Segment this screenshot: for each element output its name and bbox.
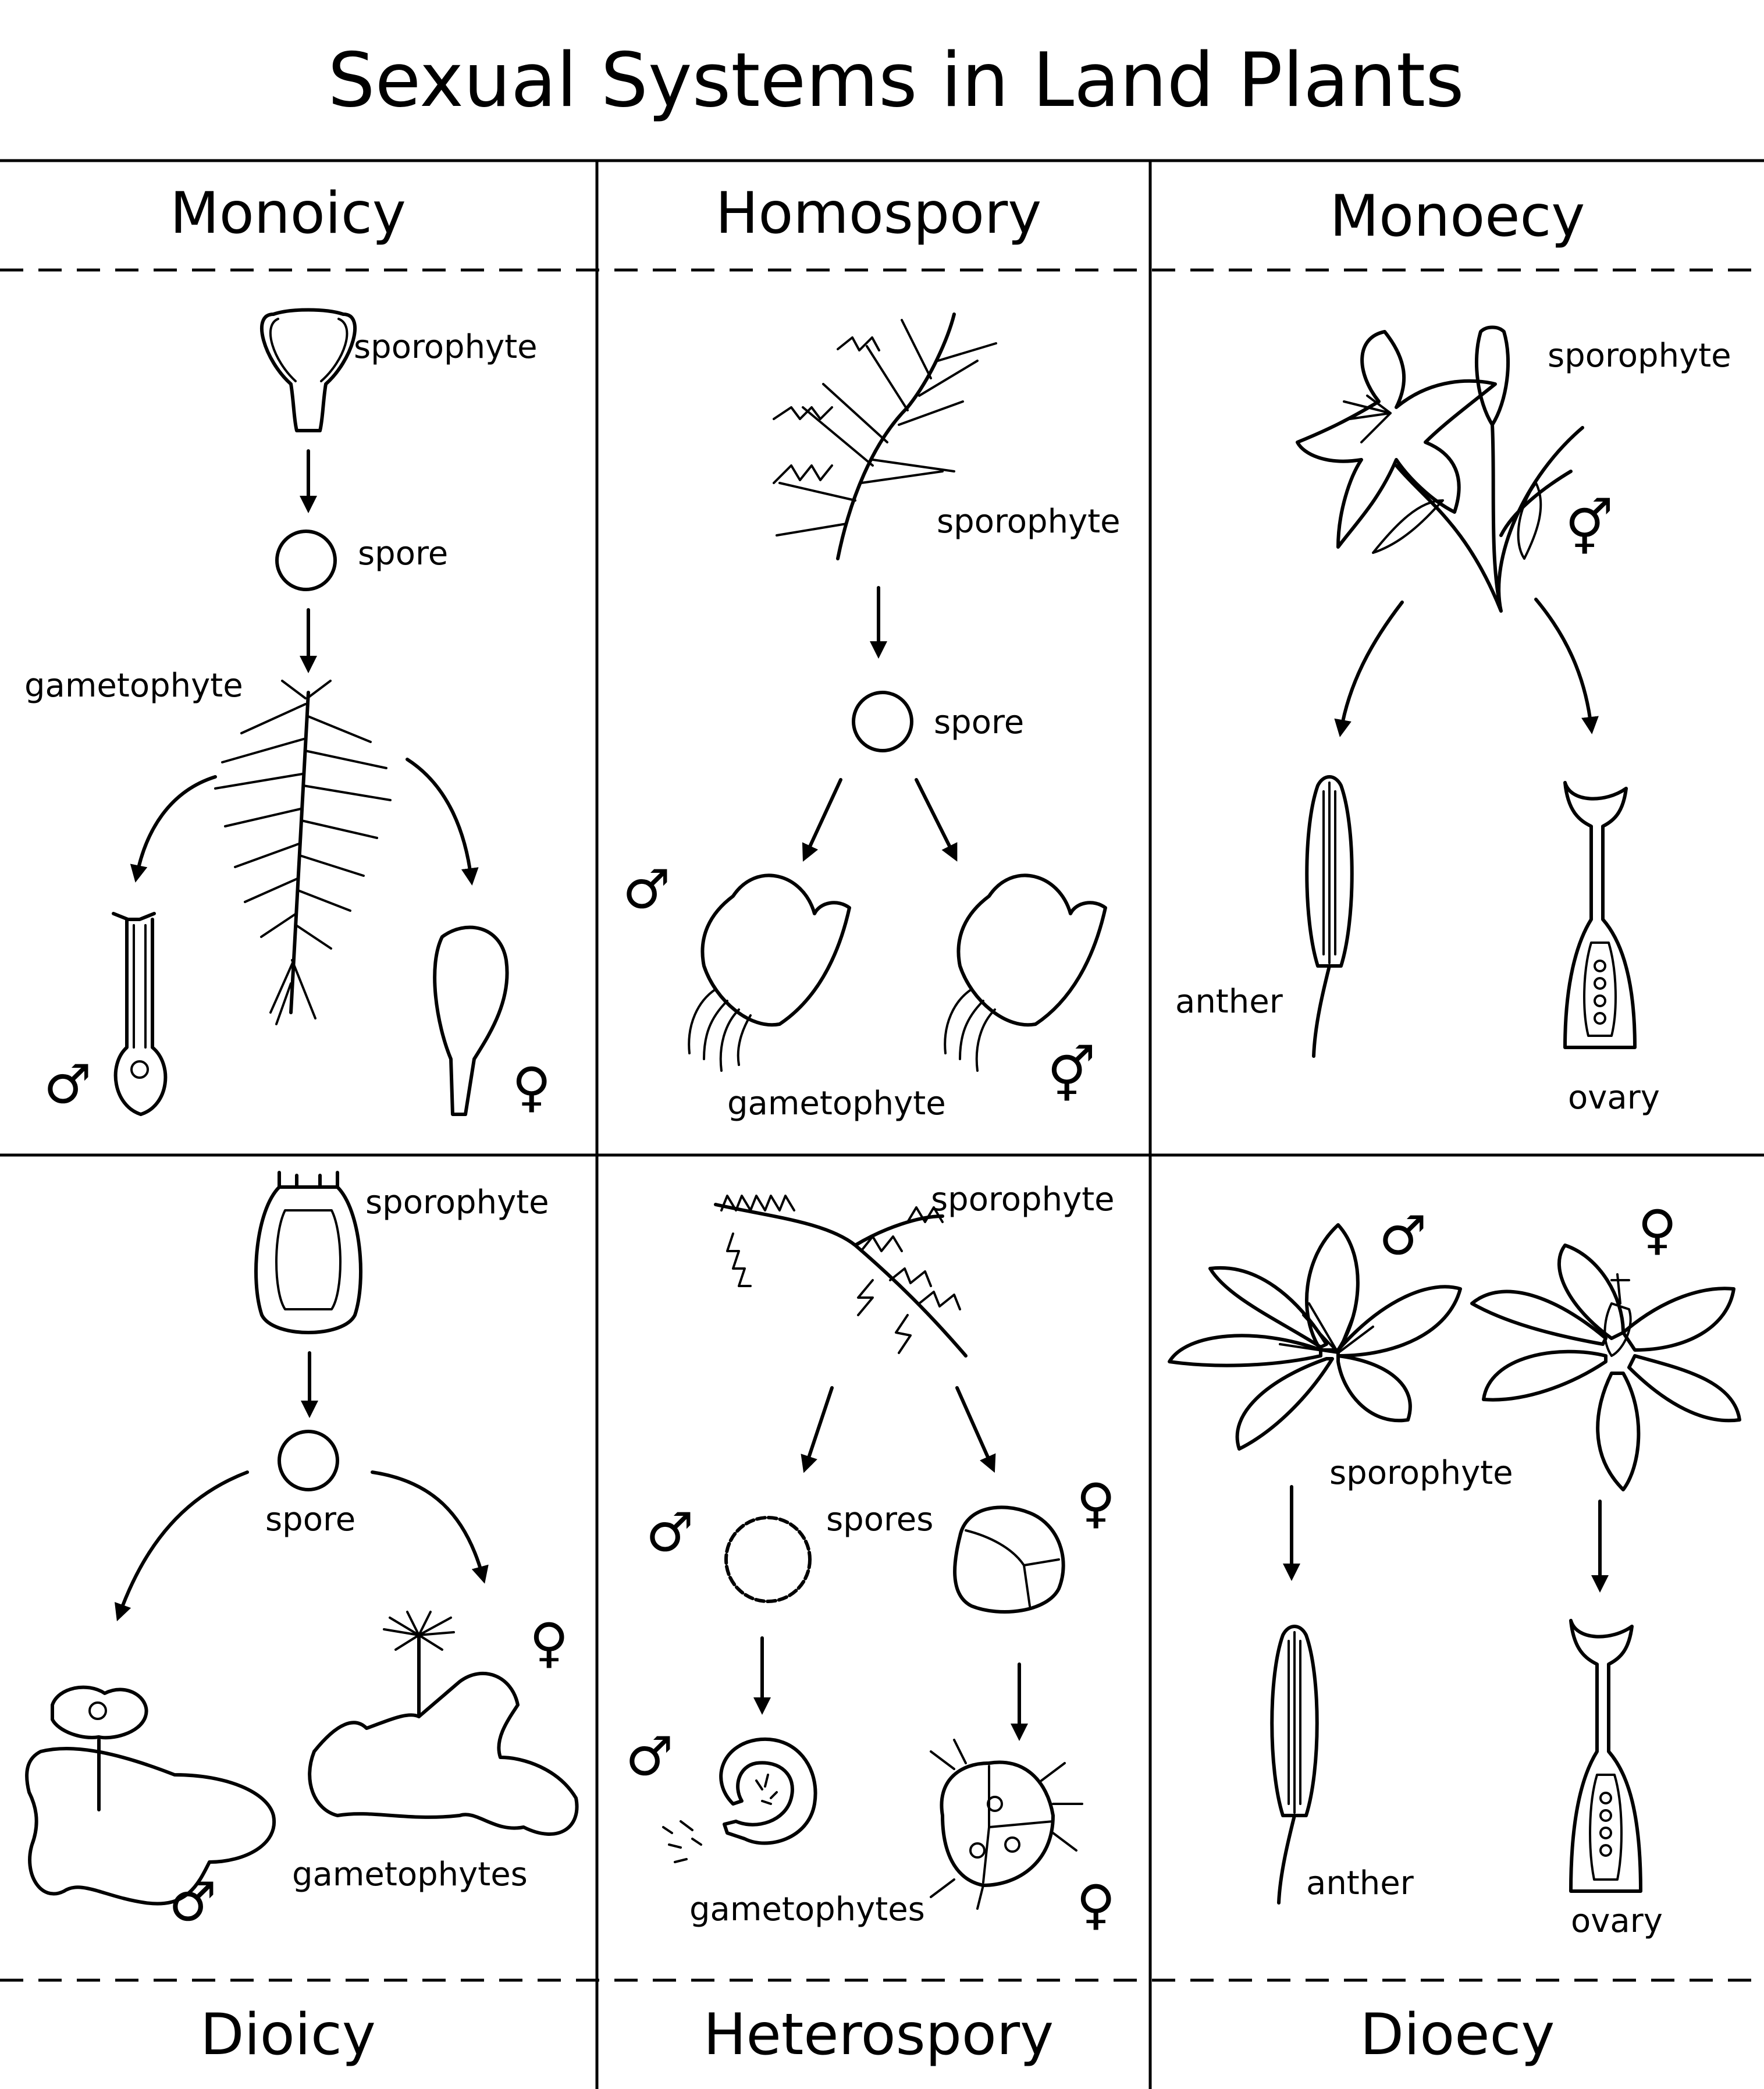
spore-circle xyxy=(275,530,337,591)
arrow-to-female xyxy=(406,758,479,886)
label-gametophyte: gametophyte xyxy=(24,667,243,705)
archegonium xyxy=(433,925,509,1116)
symbol-female-spore: ♀ xyxy=(1076,1472,1115,1534)
label-spores: spores xyxy=(826,1501,933,1539)
label-sporophyte: sporophyte xyxy=(937,503,1121,541)
panel-monoecy: sporophyte ⚥ anther ovary xyxy=(1175,325,1731,1117)
arrow-to-male-gametophyte xyxy=(114,1470,249,1622)
label-gametophytes: gametophytes xyxy=(292,1856,528,1893)
selaginella-sporophyte xyxy=(714,1195,968,1358)
panel-dioicy: sporophyte spore ♂ ♀ gametophytes xyxy=(25,1171,579,1933)
label-gametophyte: gametophyte xyxy=(727,1085,946,1122)
symbol-male-gametophyte: ♂ xyxy=(625,1725,673,1788)
page-title: Sexual Systems in Land Plants xyxy=(328,37,1464,124)
anther xyxy=(1305,775,1354,1058)
symbol-bisexual: ⚥ xyxy=(1565,498,1613,560)
header-dioecy: Dioecy xyxy=(1360,2002,1555,2068)
label-sporophyte: sporophyte xyxy=(1548,337,1731,375)
moss-sporophyte-capsule xyxy=(259,308,357,432)
fern-frond-sporophyte xyxy=(773,312,997,560)
label-anther: anther xyxy=(1306,1864,1414,1902)
female-gametophyte xyxy=(930,1739,1083,1910)
symbol-female: ♀ xyxy=(512,1056,551,1118)
symbol-female: ♀ xyxy=(529,1612,568,1674)
anther xyxy=(1270,1625,1319,1905)
header-dioicy: Dioicy xyxy=(200,2002,376,2068)
panel-monoicy: sporophyte spore gametophyte ♂ ♀ xyxy=(24,308,551,1118)
liverwort-male-gametophyte xyxy=(25,1685,276,1906)
label-spore: spore xyxy=(358,535,448,573)
arrow-to-ovary xyxy=(1534,598,1599,734)
male-flower xyxy=(1168,1223,1462,1451)
label-ovary: ovary xyxy=(1568,1079,1660,1117)
microspore xyxy=(724,1516,812,1603)
symbol-male: ♂ xyxy=(623,858,670,921)
ovary xyxy=(1569,1619,1642,1893)
antheridium xyxy=(112,912,168,1116)
fern-gametophyte-right xyxy=(944,873,1107,1072)
arrow-spore-to-left xyxy=(802,778,842,862)
spore-circle xyxy=(852,691,913,752)
symbol-male: ♂ xyxy=(1379,1205,1427,1267)
arrow-to-megaspore xyxy=(955,1386,996,1473)
label-spore: spore xyxy=(265,1501,355,1539)
spore-circle xyxy=(278,1430,339,1491)
header-heterospory: Heterospory xyxy=(703,2002,1054,2068)
label-sporophyte: sporophyte xyxy=(365,1184,549,1221)
grid xyxy=(0,159,1764,2089)
header-monoicy: Monoicy xyxy=(170,180,406,247)
lily-sporophyte xyxy=(1296,325,1584,613)
symbol-male-spore: ♂ xyxy=(646,1501,693,1564)
panel-dioecy: ♂ ♀ sporophyte anther ovary xyxy=(1168,1199,1741,1940)
symbol-female-gametophyte: ♀ xyxy=(1076,1874,1115,1936)
panel-heterospory: sporophyte ♂ spores ♀ ♂ gametophytes ♀ xyxy=(625,1181,1115,1936)
header-homospory: Homospory xyxy=(716,180,1042,247)
label-spore: spore xyxy=(934,704,1024,741)
panel-homospory: sporophyte spore ♂ gametophyte ⚥ xyxy=(623,312,1121,1122)
ovary xyxy=(1563,781,1637,1049)
symbol-female: ♀ xyxy=(1638,1199,1677,1261)
moss-gametophyte-shoot xyxy=(214,680,392,1025)
symbol-male: ♂ xyxy=(169,1871,216,1933)
label-sporophyte: sporophyte xyxy=(931,1181,1115,1218)
moss-sporophyte-capsule xyxy=(254,1171,362,1334)
label-sporophyte: sporophyte xyxy=(1329,1454,1513,1492)
symbol-male: ♂ xyxy=(44,1053,91,1115)
label-gametophytes: gametophytes xyxy=(689,1891,925,1928)
label-sporophyte: sporophyte xyxy=(354,328,538,366)
arrow-to-male xyxy=(130,775,217,883)
header-monoecy: Monoecy xyxy=(1330,183,1585,250)
label-anther: anther xyxy=(1175,983,1283,1021)
arrow-to-microspore xyxy=(801,1386,834,1473)
symbol-bisexual: ⚥ xyxy=(1047,1044,1096,1107)
arrow-to-anther xyxy=(1334,601,1404,737)
fern-gametophyte-left xyxy=(688,873,851,1072)
arrow-to-female-gametophyte xyxy=(371,1470,489,1584)
arrow-spore-to-right xyxy=(915,778,958,862)
male-gametophyte xyxy=(662,1737,817,1863)
label-ovary: ovary xyxy=(1571,1902,1663,1940)
liverwort-female-gametophyte xyxy=(308,1611,579,1836)
female-flower xyxy=(1470,1244,1741,1491)
megaspore xyxy=(953,1505,1065,1614)
